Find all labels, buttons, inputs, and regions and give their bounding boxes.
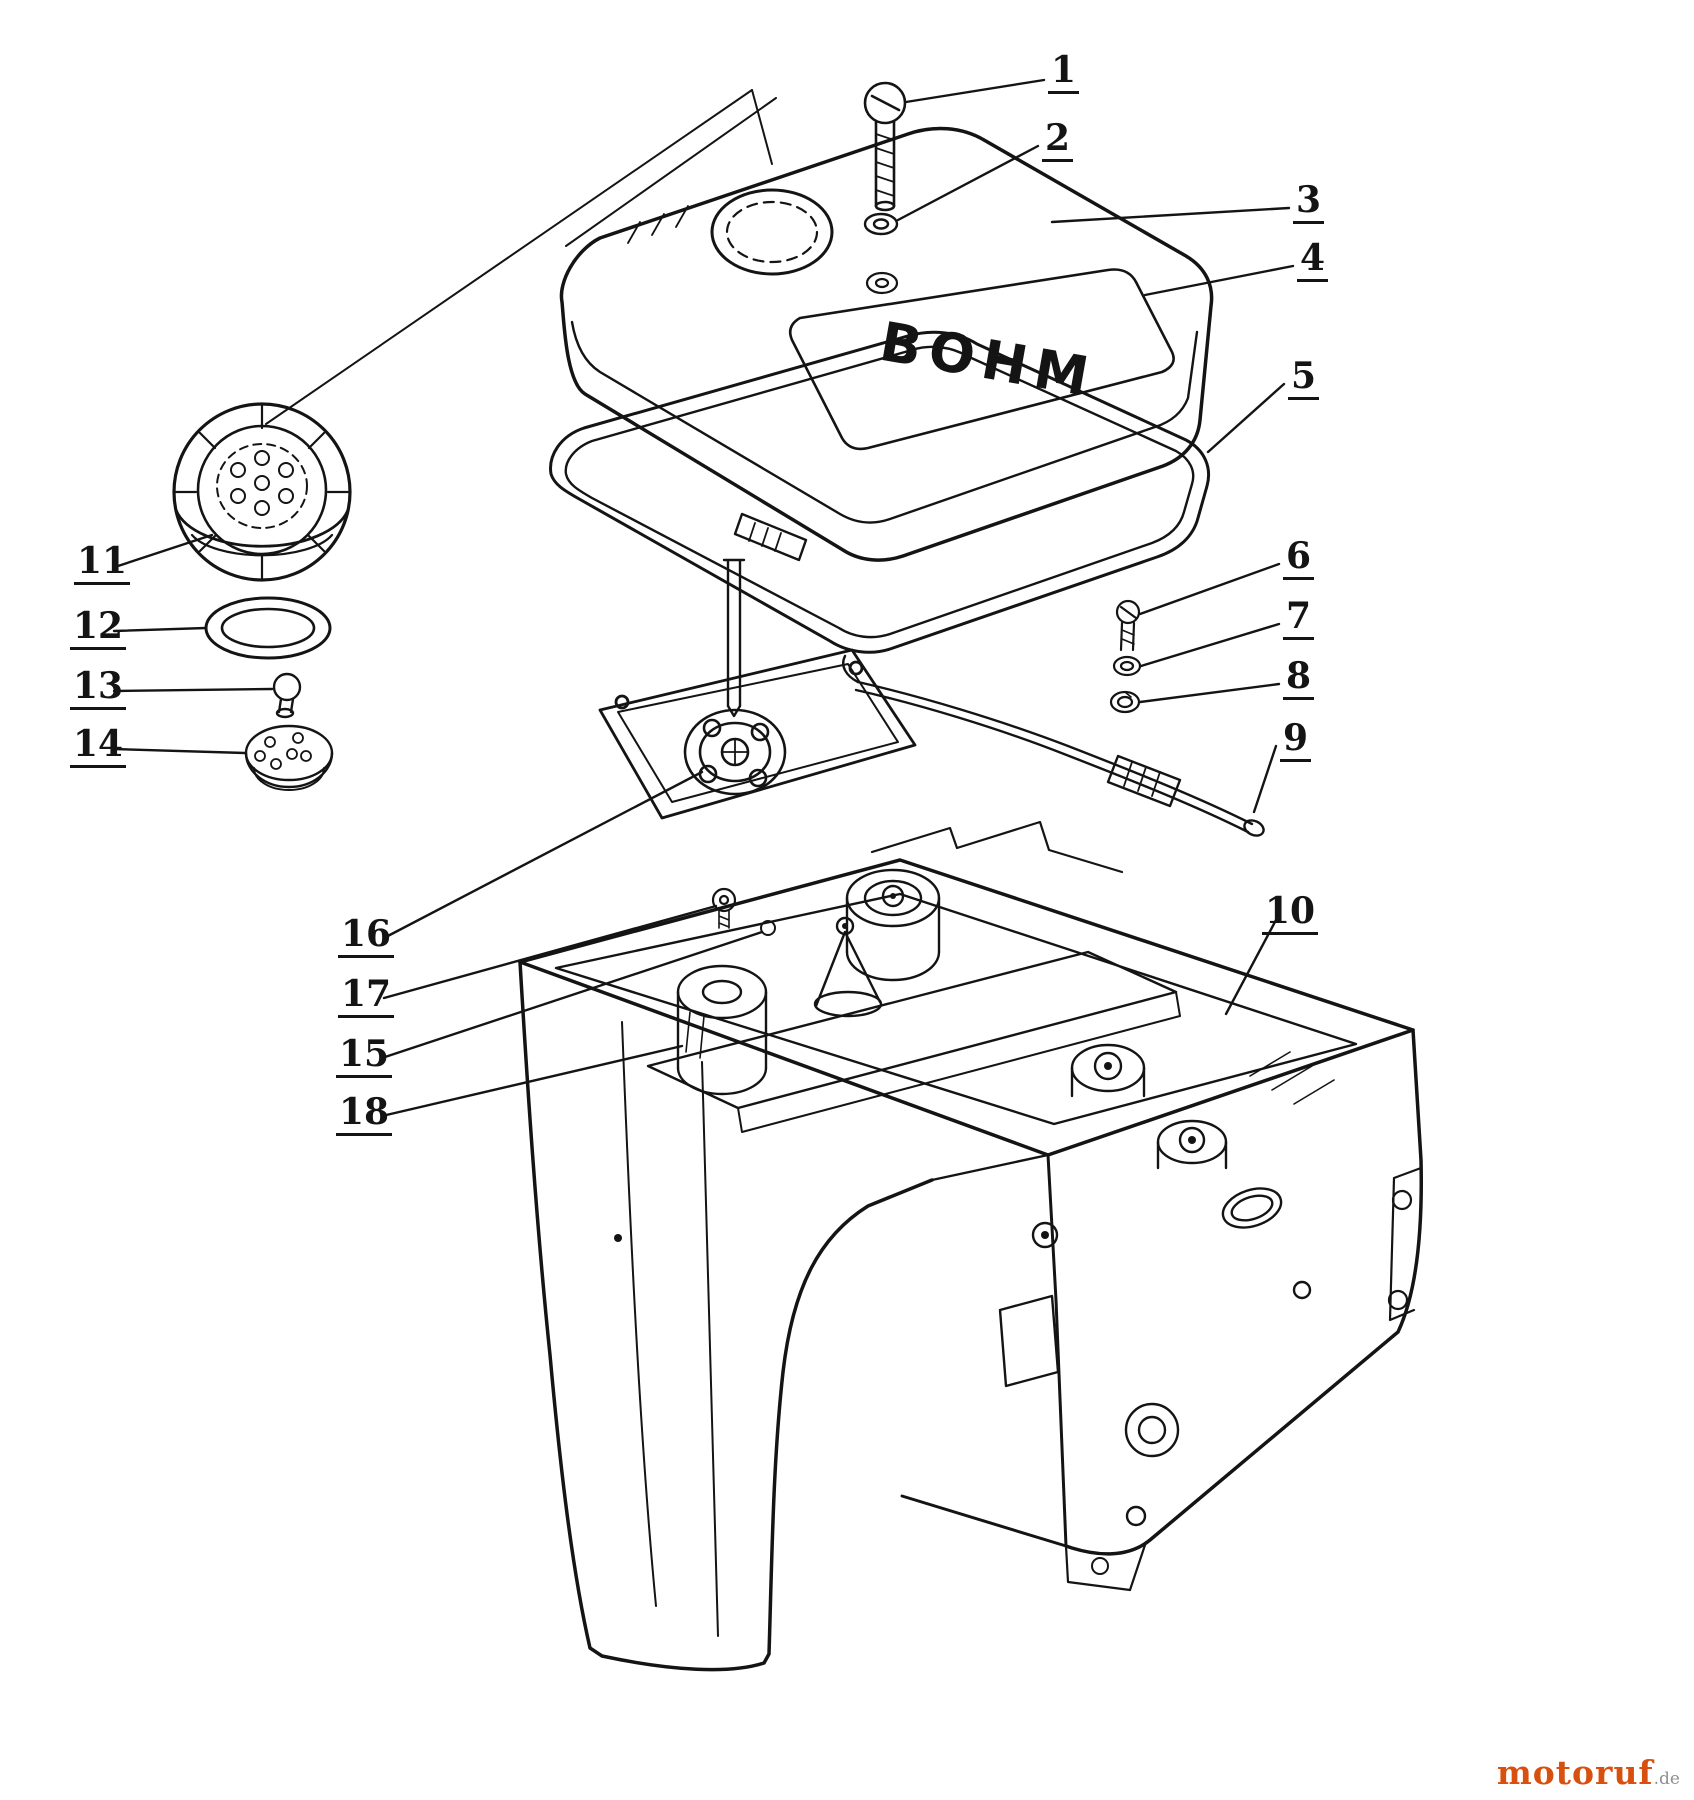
carburetor-plate bbox=[598, 648, 917, 820]
callout-12: 12 bbox=[70, 608, 127, 650]
callout-4: 4 bbox=[1297, 240, 1329, 282]
leader-line-5 bbox=[1206, 382, 1286, 454]
watermark-brand: motoruf bbox=[1496, 1753, 1654, 1792]
leader-line-11 bbox=[116, 533, 214, 568]
leader-line-8 bbox=[1138, 682, 1281, 704]
cap-o-ring bbox=[204, 596, 332, 660]
leader-line-18 bbox=[380, 1044, 684, 1118]
alignment-lines bbox=[265, 89, 777, 425]
callout-14: 14 bbox=[70, 726, 127, 768]
callout-6: 6 bbox=[1283, 538, 1315, 580]
cable-clamp-washer bbox=[1112, 655, 1142, 677]
cylinder-boss bbox=[676, 964, 768, 1096]
fuel-cap-vents bbox=[230, 450, 294, 516]
callout-9: 9 bbox=[1280, 720, 1312, 762]
callout-5: 5 bbox=[1288, 358, 1320, 400]
leader-line-15 bbox=[380, 930, 764, 1060]
right-bosses bbox=[1070, 1043, 1283, 1229]
cable-bracket bbox=[870, 820, 1124, 874]
leader-line-3 bbox=[1050, 206, 1291, 224]
cover-gasket bbox=[549, 330, 1210, 654]
callout-2: 2 bbox=[1042, 120, 1074, 162]
cone-boss bbox=[813, 916, 883, 1018]
diaphragm bbox=[683, 708, 787, 796]
end-bracket bbox=[1387, 1166, 1423, 1322]
callout-16: 16 bbox=[338, 916, 395, 958]
cap-valve bbox=[272, 672, 302, 719]
callout-13: 13 bbox=[70, 668, 127, 710]
cap-insert bbox=[244, 724, 334, 791]
leader-lines bbox=[112, 78, 1295, 1118]
callout-11: 11 bbox=[74, 543, 131, 585]
callout-3: 3 bbox=[1293, 182, 1325, 224]
watermark-tld: .de bbox=[1653, 1769, 1680, 1789]
callout-7: 7 bbox=[1283, 598, 1315, 640]
cover-brand-text: BOHM bbox=[875, 310, 1101, 410]
vent-hole bbox=[865, 271, 899, 295]
callout-18: 18 bbox=[336, 1094, 393, 1136]
carb-mount-boss bbox=[845, 868, 941, 982]
leader-line-13 bbox=[112, 687, 274, 693]
cable-clamp-screw bbox=[1115, 599, 1141, 652]
leader-line-12 bbox=[112, 626, 208, 633]
callout-10: 10 bbox=[1262, 893, 1319, 935]
cover-bolt-washer bbox=[863, 212, 899, 236]
leader-line-2 bbox=[896, 144, 1040, 222]
callout-1: 1 bbox=[1048, 52, 1080, 94]
leader-line-14 bbox=[112, 747, 247, 755]
leader-line-6 bbox=[1138, 562, 1281, 616]
watermark: motoruf.de bbox=[1497, 1753, 1680, 1792]
front-face-details bbox=[998, 1221, 1312, 1527]
leader-line-17 bbox=[382, 904, 718, 1000]
leader-line-9 bbox=[1252, 744, 1278, 814]
fuel-pickup-tube bbox=[722, 512, 808, 718]
leader-line-4 bbox=[1143, 264, 1295, 297]
throttle-cable bbox=[842, 654, 1265, 837]
callout-17: 17 bbox=[338, 976, 395, 1018]
fuel-cap bbox=[172, 402, 352, 582]
cable-clamp-lock-washer bbox=[1109, 690, 1141, 714]
fuel-cap-knurling bbox=[172, 402, 352, 582]
cover-brand-panel bbox=[788, 268, 1175, 451]
filler-neck bbox=[710, 188, 834, 276]
leader-line-10 bbox=[1224, 918, 1278, 1016]
tank-body bbox=[518, 858, 1424, 1672]
leader-line-1 bbox=[904, 78, 1046, 104]
cover-bolt bbox=[863, 81, 907, 212]
callout-8: 8 bbox=[1283, 658, 1315, 700]
leader-line-16 bbox=[382, 770, 704, 940]
tank-screw bbox=[711, 887, 737, 929]
tank-grommet bbox=[760, 920, 776, 936]
leader-line-7 bbox=[1139, 622, 1281, 668]
callout-15: 15 bbox=[336, 1036, 393, 1078]
